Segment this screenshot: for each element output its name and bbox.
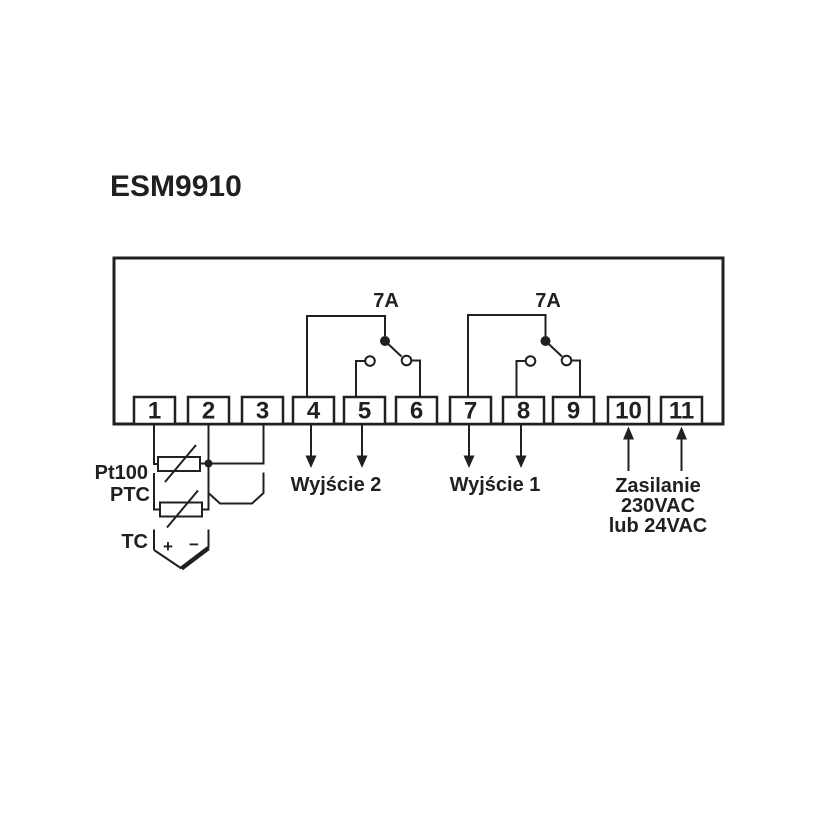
relay-2-rating-label: 7A <box>535 290 561 312</box>
terminal-7: 7 <box>448 395 493 426</box>
terminal-2: 2 <box>186 395 231 426</box>
ptc-label: PTC <box>110 484 150 506</box>
terminal-2-number: 2 <box>202 398 215 425</box>
power-label-line1: Zasilanie <box>615 475 701 497</box>
terminal-8-box <box>501 395 546 426</box>
relay-1-rating-label: 7A <box>373 290 399 312</box>
tc-junction-thick-leg <box>180 546 210 571</box>
output-2-label: Wyjście 2 <box>291 474 382 496</box>
relay-2-left-contact <box>524 355 537 367</box>
ptc-left-lead <box>153 473 160 511</box>
power-section: Zasilanie 230VAC lub 24VAC <box>609 426 708 537</box>
terminal2-lead <box>202 424 210 511</box>
output-1-arrow-b-head <box>515 455 527 468</box>
sensor-connections: Pt100 PTC + − TC <box>95 424 265 571</box>
terminal-4-box <box>291 395 336 426</box>
output-1-section: Wyjście 1 <box>450 425 541 496</box>
terminal-10-box <box>606 395 651 426</box>
power-arrow-b-head <box>676 426 687 440</box>
tc-label: TC <box>121 531 148 553</box>
terminal-10-number: 10 <box>615 398 642 425</box>
terminal-3: 3 <box>240 395 285 426</box>
terminal-4: 4 <box>291 395 336 426</box>
page-title: ESM9910 <box>110 170 242 203</box>
relay-2: 7A <box>467 290 581 397</box>
relay-1-right-contact <box>400 354 413 367</box>
tc-plus-sign: + <box>163 537 173 556</box>
relay-2-no-wire <box>571 359 581 397</box>
terminal-7-box <box>448 395 493 426</box>
pt100-resistor-strike <box>164 444 197 483</box>
relay-2-pivot-dot <box>540 336 551 346</box>
terminal-5: 5 <box>342 395 387 426</box>
relay-1-no-wire <box>411 359 421 397</box>
terminal-1-number: 1 <box>148 398 161 425</box>
terminal-11-number: 11 <box>669 398 694 425</box>
terminal-8-number: 8 <box>517 398 530 425</box>
relay-2-nc-wire <box>515 360 526 397</box>
terminal-8: 8 <box>501 395 546 426</box>
terminal-4-number: 4 <box>307 398 321 425</box>
output-1-label: Wyjście 1 <box>450 474 541 496</box>
pt100-terminal1-lead <box>153 424 158 465</box>
terminal-11: 11 <box>659 395 704 426</box>
terminal-9-number: 9 <box>567 398 580 425</box>
ptc-resistor-strike <box>166 489 199 529</box>
ptc-jumper-bracket <box>207 472 265 505</box>
relay-2-right-contact <box>560 354 573 367</box>
power-label-line3: lub 24VAC <box>609 515 708 537</box>
terminal-11-box <box>659 395 704 426</box>
terminal-9-box <box>551 395 596 426</box>
terminal-9: 9 <box>551 395 596 426</box>
power-arrow-a-head <box>623 426 634 440</box>
terminal-7-number: 7 <box>464 398 477 425</box>
terminal-5-box <box>342 395 387 426</box>
relay-1-nc-wire <box>355 360 366 397</box>
terminal-6-box <box>394 395 439 426</box>
output-2-arrow-a-head <box>305 455 317 468</box>
terminal-6: 6 <box>394 395 439 426</box>
terminal-10: 10 <box>606 395 651 426</box>
relay-1-common-wire <box>306 315 386 397</box>
relay-1-pivot-dot <box>380 336 390 346</box>
tc-junction-thin-leg <box>153 549 183 570</box>
output-2-arrow-b-head <box>356 455 368 468</box>
terminal-3-number: 3 <box>256 398 269 425</box>
terminal-5-number: 5 <box>358 398 371 425</box>
relay-2-common-wire <box>467 314 547 397</box>
terminal-6-number: 6 <box>410 398 423 425</box>
pt100-junction-dot <box>204 459 213 468</box>
terminal3-lead <box>208 424 265 465</box>
terminal-strip: 1 2 3 4 5 6 7 8 <box>132 395 704 426</box>
output-2-section: Wyjście 2 <box>291 425 382 496</box>
power-label-line2: 230VAC <box>621 495 695 517</box>
output-1-arrow-a-head <box>463 455 475 468</box>
terminal-3-box <box>240 395 285 426</box>
terminal-1: 1 <box>132 395 177 426</box>
tc-minus-sign: − <box>189 535 199 554</box>
relay-1-left-contact <box>364 355 376 367</box>
pt100-label: Pt100 <box>95 462 148 484</box>
relay-1: 7A <box>306 290 421 397</box>
